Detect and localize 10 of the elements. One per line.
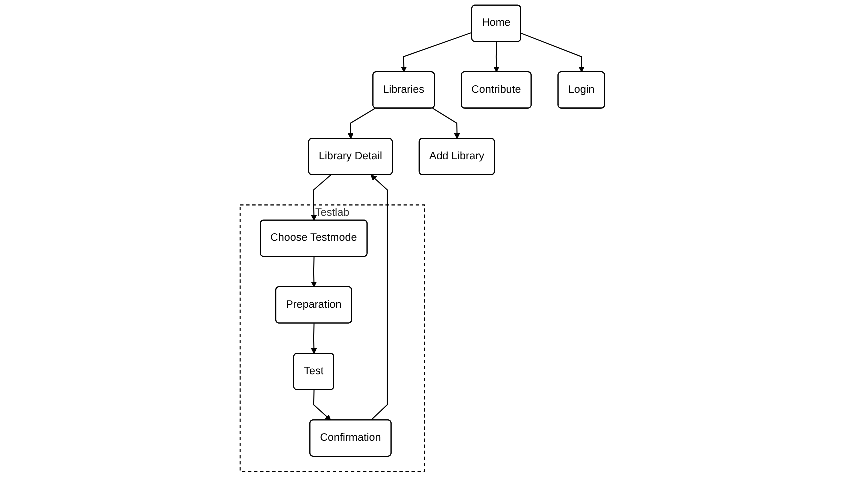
arrow	[520, 33, 585, 73]
arrow	[313, 390, 332, 421]
arrow	[432, 108, 460, 140]
arrow	[494, 42, 500, 73]
arrow	[311, 256, 318, 288]
arrow	[401, 32, 472, 73]
arrow	[348, 108, 376, 140]
arrow	[370, 175, 388, 421]
arrow	[311, 174, 332, 221]
arrow	[311, 324, 318, 354]
